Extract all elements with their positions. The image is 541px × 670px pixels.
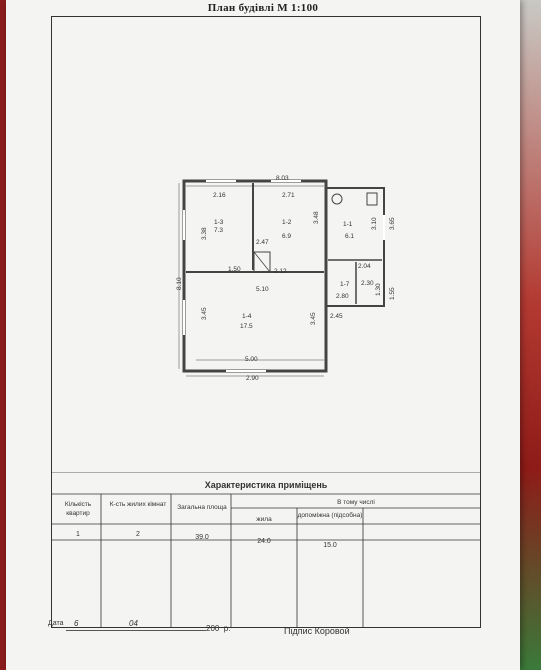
date-year: 200 р. (206, 624, 231, 633)
dim-left-overall: 8.10 (176, 277, 183, 290)
dim-top-overall: 8.03 (276, 175, 289, 182)
dim-room2-vert: 2.47 (256, 239, 269, 246)
page-title: План будівлі М 1:100 (207, 2, 319, 14)
dim-bottom-inner: 5.00 (245, 356, 258, 363)
characteristics-table (51, 472, 481, 628)
dim-corridor-a: 1.50 (228, 266, 241, 273)
room-1-2-area: 6.9 (282, 233, 291, 240)
value-zhyla: 24.0 (257, 538, 271, 545)
floor-plan: 8.03 2.16 2.71 8.10 3.38 3.45 3.48 3.10 … (176, 175, 396, 382)
dim-corridor-b: 2.12 (274, 268, 287, 275)
dim-small-w1: 2.04 (358, 263, 371, 270)
header-ploshcha: Загальна площа (177, 504, 227, 511)
dim-small-h2: 1.55 (389, 287, 396, 300)
room-1-4-area: 17.5 (240, 323, 253, 330)
page-frame (51, 16, 481, 628)
date-label: Дата (48, 620, 64, 627)
dim-small-bottom: 2.45 (330, 313, 343, 320)
room-1-1-id: 1-1 (343, 221, 353, 228)
signature-label: Підпис Коровой (284, 626, 350, 636)
value-dopomizhna: 15.0 (323, 542, 337, 549)
room-1-2-id: 1-2 (282, 219, 292, 226)
dim-left-upper: 3.38 (201, 227, 208, 240)
room-1-1-area: 6.1 (345, 233, 354, 240)
date-day: 6 (74, 619, 79, 628)
value-kvartyr: 1 (76, 531, 80, 538)
room-1-3-area: 7.3 (214, 227, 223, 234)
dim-mid-vert: 3.48 (313, 211, 320, 224)
dim-right-outer: 3.65 (389, 217, 396, 230)
value-kimnat: 2 (136, 531, 140, 538)
outer-wall (182, 179, 328, 373)
dim-small-w2: 2.80 (336, 293, 349, 300)
header-kvartyr: Кількість квартир (64, 501, 92, 517)
header-zhyla: жила (256, 516, 272, 523)
dim-top-left: 2.16 (213, 192, 226, 199)
date-month: 04 (129, 619, 138, 628)
date-underline (66, 630, 206, 631)
dim-top-mid: 2.71 (282, 192, 295, 199)
document-page: План будівлі М 1:100 (6, 0, 520, 670)
header-dopomizhna: допоміжна (підсобна) (297, 512, 363, 519)
dim-left-lower: 3.45 (201, 307, 208, 320)
header-v-tomu: В тому числі (337, 499, 375, 506)
room-1-3-id: 1-3 (214, 219, 224, 226)
dim-bottom-outer: 2.90 (246, 375, 259, 382)
annex-wall (325, 187, 385, 307)
dim-small-h1: 1.30 (375, 283, 382, 296)
dim-mid-h: 5.10 (256, 286, 269, 293)
room-1-4-id: 1-4 (242, 313, 252, 320)
value-ploshcha: 39.0 (195, 534, 209, 541)
room-1-7-id: 1-7 (340, 281, 350, 288)
dim-right-room: 3.10 (371, 217, 378, 230)
header-kimnat: К-сть жилих кімнат (109, 501, 167, 508)
dim-room4-vert: 3.45 (310, 312, 317, 325)
table-caption: Характеристика приміщень (204, 480, 328, 490)
dim-small-w3: 2.30 (361, 280, 374, 287)
